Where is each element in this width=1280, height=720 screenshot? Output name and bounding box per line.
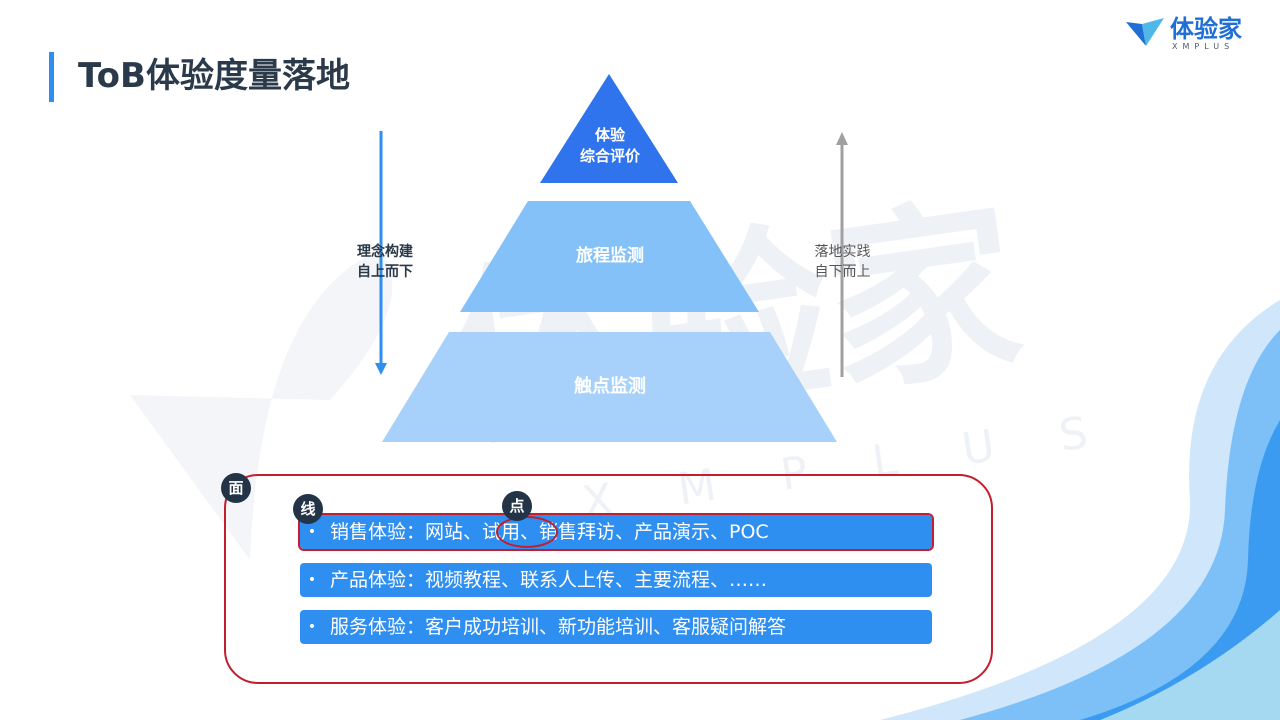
left-arrow-line1: 理念构建 [340, 242, 430, 262]
trial-highlight-ellipse [496, 516, 558, 548]
left-arrow-line2: 自上而下 [340, 262, 430, 282]
sales-experience-row: • 销售体验：网站、试用、销售拜访、产品演示、POC [300, 515, 932, 549]
row-text: 产品体验：视频教程、联系人上传、主要流程、…… [330, 563, 767, 597]
left-arrow-head [375, 363, 387, 375]
logo-text: 体验家 [1170, 15, 1242, 43]
right-arrow-head [836, 132, 848, 145]
right-arrow-label: 落地实践 自下而上 [795, 242, 890, 282]
logo-icon [1124, 16, 1166, 48]
row-text: 服务体验：客户成功培训、新功能培训、客服疑问解答 [330, 610, 786, 644]
badge-line: 线 [293, 494, 323, 524]
service-experience-row: • 服务体验：客户成功培训、新功能培训、客服疑问解答 [300, 610, 932, 644]
logo-subtext: XMPLUS [1172, 42, 1234, 52]
row-bullet: • [305, 563, 319, 597]
product-experience-row: • 产品体验：视频教程、联系人上传、主要流程、…… [300, 563, 932, 597]
left-arrow-label: 理念构建 自上而下 [340, 242, 430, 282]
row-bullet: • [305, 610, 319, 644]
page-title: ToB体验度量落地 [78, 54, 350, 98]
right-arrow-line1: 落地实践 [795, 242, 890, 262]
side-arrows [360, 125, 860, 385]
title-accent-bar [49, 52, 54, 102]
badge-face: 面 [221, 473, 251, 503]
right-arrow-line2: 自下而上 [795, 262, 890, 282]
badge-point: 点 [502, 491, 532, 521]
